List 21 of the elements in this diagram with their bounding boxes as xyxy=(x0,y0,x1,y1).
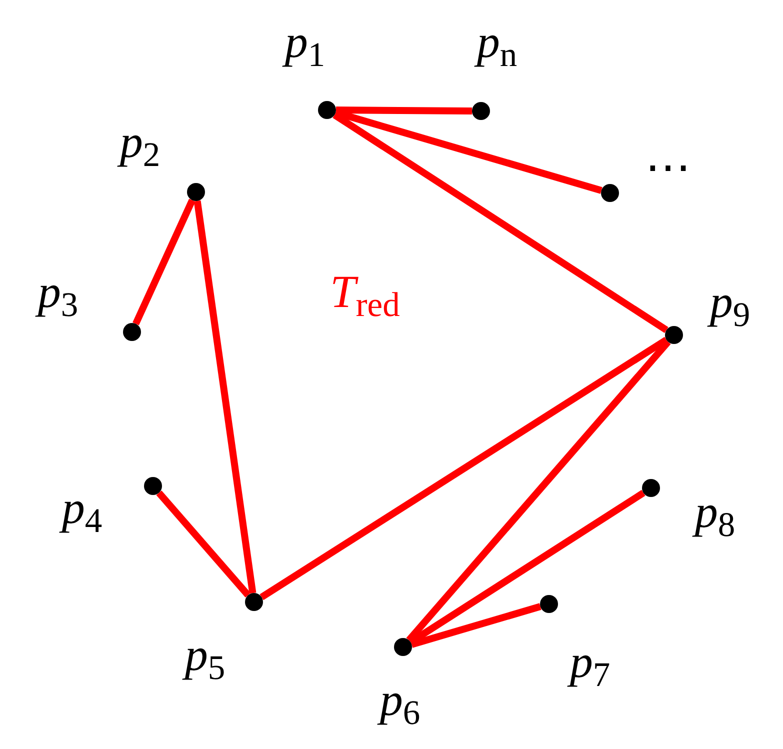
point-label: p$_{2}$ xyxy=(120,119,160,165)
edge-line xyxy=(132,198,196,326)
edge-line xyxy=(406,340,671,642)
point-label: p$_{8}$ xyxy=(694,489,736,535)
edge-line xyxy=(156,490,251,598)
point-label: p$_{1}$ xyxy=(284,19,326,65)
point-label: p$_{5}$ xyxy=(184,632,226,678)
edge-line xyxy=(410,603,542,648)
point-label: ⋯ xyxy=(645,145,691,191)
edge-line xyxy=(332,112,668,334)
point-label: p$_{6}$ xyxy=(380,677,420,723)
edge-line xyxy=(334,109,602,194)
point-label: p$_{7}$ xyxy=(570,639,610,685)
edge-line xyxy=(260,336,668,600)
point-label: p$_{n}$ xyxy=(476,19,518,65)
point-label: p$_{9}$ xyxy=(710,279,750,325)
point-label: p$_{3}$ xyxy=(38,269,78,315)
edge-line xyxy=(194,200,256,594)
edge-line xyxy=(336,106,472,114)
point-label: p$_{4}$ xyxy=(62,485,102,531)
tree-label: T$_{red}$ xyxy=(330,269,400,315)
